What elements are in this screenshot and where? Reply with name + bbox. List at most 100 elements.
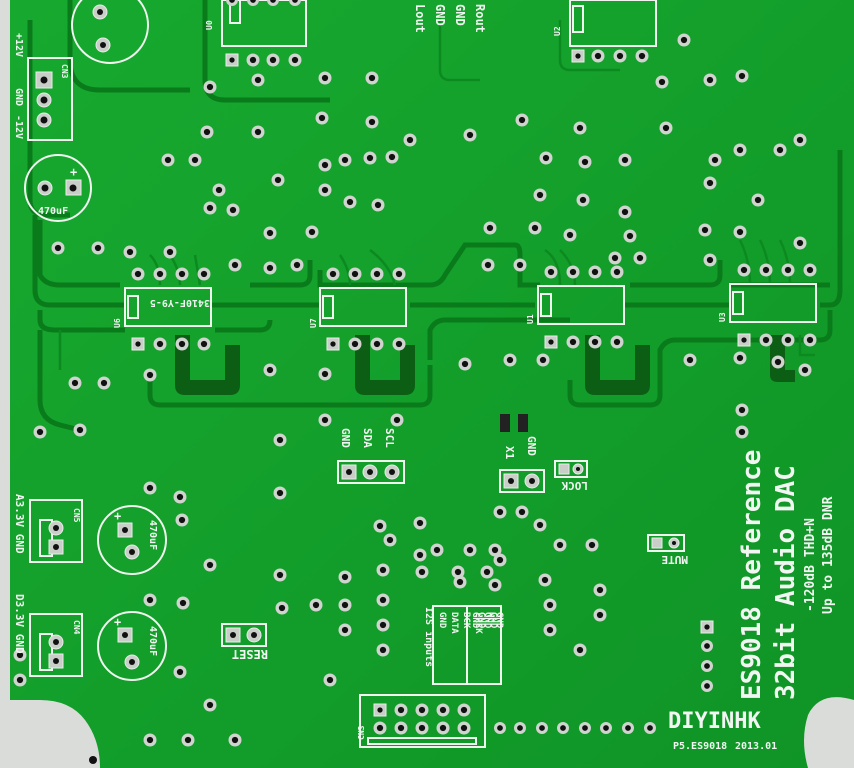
mute-jumper: MUTE bbox=[647, 534, 688, 566]
via-hole bbox=[466, 546, 474, 554]
svg-text:U2: U2 bbox=[553, 26, 562, 36]
via-hole bbox=[518, 508, 526, 516]
via-hole bbox=[456, 578, 464, 586]
via-hole bbox=[466, 131, 474, 139]
via-hole bbox=[711, 156, 719, 164]
via-hole bbox=[71, 379, 79, 387]
via-hole bbox=[191, 156, 199, 164]
crystal-x1: X1 GND bbox=[499, 414, 545, 493]
via-hole bbox=[518, 116, 526, 124]
via-hole bbox=[686, 356, 694, 364]
via-hole bbox=[517, 725, 523, 731]
via-hole bbox=[351, 270, 359, 278]
via-hole bbox=[740, 266, 748, 274]
via-hole bbox=[491, 546, 499, 554]
via-hole bbox=[460, 706, 468, 714]
title-32bit: 32bit Audio DAC bbox=[771, 465, 801, 700]
via-hole bbox=[762, 266, 770, 274]
via-hole bbox=[536, 191, 544, 199]
label-lout: Lout bbox=[413, 4, 427, 33]
via-hole bbox=[178, 340, 186, 348]
via-hole bbox=[741, 337, 747, 343]
via-hole bbox=[516, 261, 524, 269]
i2s-signal-label: GND bbox=[437, 612, 447, 629]
via-hole bbox=[16, 651, 24, 659]
via-hole bbox=[156, 340, 164, 348]
via-hole bbox=[346, 198, 354, 206]
via-hole bbox=[575, 53, 581, 59]
via-hole bbox=[704, 683, 710, 689]
via-hole bbox=[329, 270, 337, 278]
via-hole bbox=[266, 229, 274, 237]
via-hole bbox=[184, 736, 192, 744]
label-pwr-gnd: GND bbox=[13, 88, 24, 106]
cap2-label: 470uF bbox=[147, 520, 158, 550]
svg-text:U3: U3 bbox=[718, 312, 727, 322]
via-hole bbox=[379, 646, 387, 654]
via-hole bbox=[397, 706, 405, 714]
via-hole bbox=[621, 156, 629, 164]
via-hole bbox=[179, 599, 187, 607]
via-hole bbox=[569, 268, 577, 276]
via-hole bbox=[126, 248, 134, 256]
svg-text:U7: U7 bbox=[309, 318, 318, 328]
via-hole bbox=[461, 360, 469, 368]
capacitor-c2: + 470uF bbox=[97, 505, 167, 575]
i2s-gnd-label: GND bbox=[482, 612, 492, 629]
via-hole bbox=[546, 626, 554, 634]
via-hole bbox=[368, 118, 376, 126]
label-plus12v: +12V bbox=[13, 33, 24, 57]
via-hole bbox=[36, 428, 44, 436]
via-hole bbox=[206, 561, 214, 569]
via-hole bbox=[433, 546, 441, 554]
via-hole bbox=[276, 489, 284, 497]
via-hole bbox=[229, 57, 235, 63]
via-hole bbox=[206, 83, 214, 91]
via-hole bbox=[377, 707, 383, 713]
cn-top-label: CN3 bbox=[60, 64, 69, 79]
via-hole bbox=[379, 596, 387, 604]
via-hole bbox=[796, 136, 804, 144]
via-hole bbox=[203, 128, 211, 136]
label-d33: D3.3V GND bbox=[13, 594, 26, 654]
via-hole bbox=[774, 358, 782, 366]
i2s-gnd-label: GND bbox=[470, 612, 480, 629]
via-hole bbox=[581, 158, 589, 166]
via-hole bbox=[806, 266, 814, 274]
label-i2c-scl: SCL bbox=[383, 428, 396, 448]
via-hole bbox=[416, 551, 424, 559]
via-hole bbox=[376, 724, 384, 732]
via-hole bbox=[291, 56, 299, 64]
via-hole bbox=[166, 248, 174, 256]
via-hole bbox=[395, 340, 403, 348]
via-hole bbox=[506, 356, 514, 364]
via-hole bbox=[662, 124, 670, 132]
via-hole bbox=[616, 52, 624, 60]
via-hole bbox=[588, 541, 596, 549]
via-hole bbox=[397, 724, 405, 732]
label-lock: LOCK bbox=[561, 479, 588, 492]
via-hole bbox=[376, 522, 384, 530]
via-hole bbox=[556, 541, 564, 549]
via-hole bbox=[229, 206, 237, 214]
via-hole bbox=[393, 416, 401, 424]
label-a33: A3.3V GND bbox=[13, 494, 26, 554]
via-hole bbox=[784, 266, 792, 274]
chip-u0: U0 bbox=[205, 0, 307, 67]
svg-text:CN4: CN4 bbox=[72, 620, 81, 635]
via-hole bbox=[276, 571, 284, 579]
via-hole bbox=[100, 379, 108, 387]
via-hole bbox=[439, 706, 447, 714]
connector-cn5: CN5 A3.3V GND bbox=[13, 494, 83, 563]
brand-diyinhk: DIYINHK bbox=[668, 709, 761, 734]
via-hole bbox=[178, 516, 186, 524]
via-hole bbox=[483, 568, 491, 576]
via-hole bbox=[738, 72, 746, 80]
via-hole bbox=[54, 244, 62, 252]
label-reset: RESET bbox=[232, 647, 268, 661]
via-hole bbox=[278, 604, 286, 612]
chip-u7: U7 bbox=[309, 287, 407, 328]
via-hole bbox=[373, 270, 381, 278]
svg-text:U0: U0 bbox=[205, 20, 214, 30]
label-i2s-title: I2S inputs bbox=[423, 607, 435, 667]
